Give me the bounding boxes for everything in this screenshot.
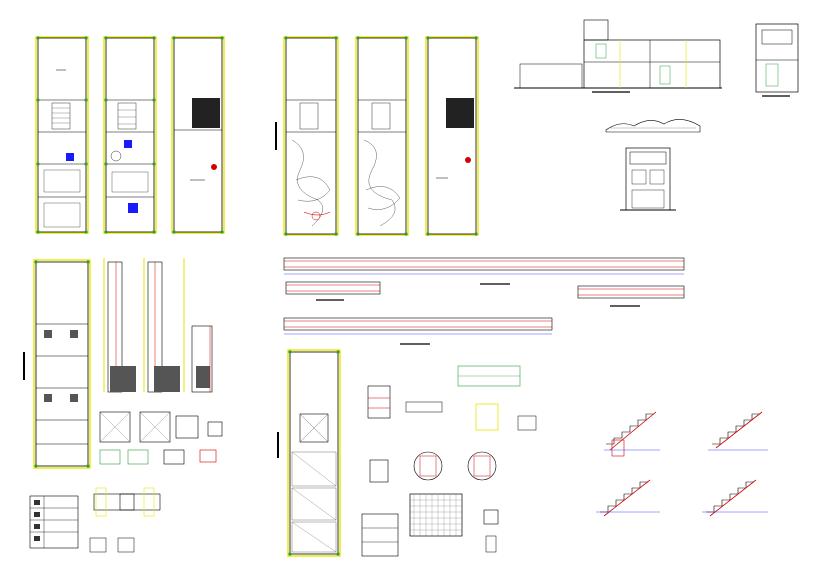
- longitudinal-section: [514, 19, 722, 93]
- installations-plan-2: [355, 36, 409, 236]
- column-sections: [103, 258, 213, 393]
- foundation-plan: [23, 259, 91, 469]
- architecture-plan-1: [35, 36, 89, 234]
- slab-plan: [277, 349, 341, 557]
- installations-plan-roof: [425, 36, 479, 236]
- terrain-section: [605, 119, 701, 133]
- side-section: [755, 23, 799, 97]
- beam-detail-long-1: [283, 257, 685, 285]
- installations-plan-1: [275, 36, 339, 236]
- installations-plans: [275, 36, 479, 236]
- slab-details: [367, 365, 537, 483]
- beam-detail-long-2: [283, 317, 553, 345]
- front-elevation: [620, 147, 676, 211]
- architecture-plans: [35, 36, 225, 234]
- stair-detail-4: [702, 479, 768, 517]
- stair-detail-1: [604, 411, 660, 457]
- slab-reinforcement-grid: [361, 493, 499, 557]
- legend-table: [29, 495, 79, 549]
- footing-details: [99, 411, 223, 465]
- beam-joint-details: [89, 487, 161, 553]
- stair-detail-3: [596, 479, 660, 517]
- beam-detail-short-2: [577, 285, 685, 307]
- beam-detail-short-1: [285, 281, 381, 301]
- architecture-plan-2: [103, 36, 157, 234]
- stair-detail-2: [708, 411, 768, 451]
- architecture-plan-roof: [171, 36, 225, 234]
